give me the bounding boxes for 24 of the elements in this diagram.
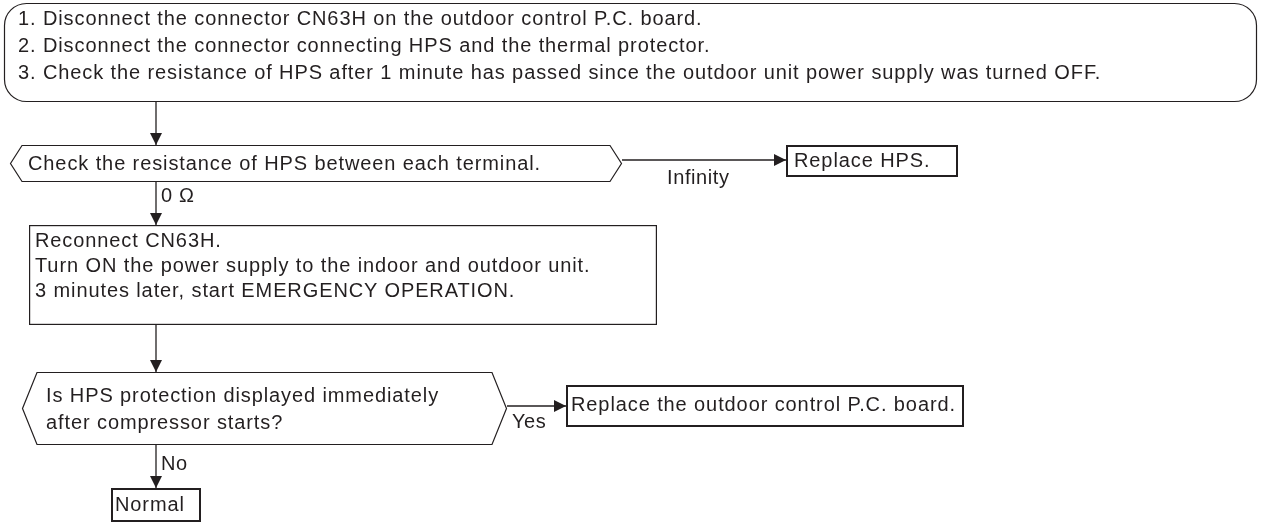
node-text: 2. Disconnect the connector connecting HPS and the thermal protector.	[18, 33, 712, 58]
node-text: Replace the outdoor control P.C. board.	[571, 392, 957, 417]
node-text: 1. Disconnect the connector CN63H on the outdoor control P.C. board.	[18, 6, 704, 31]
terminal-box	[4, 3, 1257, 102]
arrow	[506, 400, 567, 412]
result-box	[111, 488, 201, 522]
node-text: Reconnect CN63H.	[35, 228, 223, 253]
arrow	[150, 181, 162, 226]
edge-label: Infinity	[666, 166, 731, 188]
node-text: 3 minutes later, start EMERGENCY OPERATION.	[35, 278, 517, 303]
result-box	[566, 385, 964, 427]
decision-hexagon	[22, 372, 507, 445]
arrow	[621, 154, 787, 166]
node-text: Turn ON the power supply to the indoor and outdoor unit.	[35, 253, 592, 278]
node-text: 3. Check the resistance of HPS after 1 minute has passed since the outdoor unit power supply was turned OFF.	[18, 60, 1103, 85]
result-box	[786, 145, 958, 177]
node-text: Check the resistance of HPS between each terminal.	[28, 151, 543, 176]
arrow	[150, 101, 162, 146]
process-box	[29, 225, 657, 325]
node-text: Normal	[115, 492, 186, 517]
arrow	[150, 444, 162, 489]
node-text: Replace HPS.	[794, 148, 932, 173]
node-text: Is HPS protection displayed immediately after compressor starts?	[46, 383, 441, 435]
arrow	[150, 324, 162, 373]
